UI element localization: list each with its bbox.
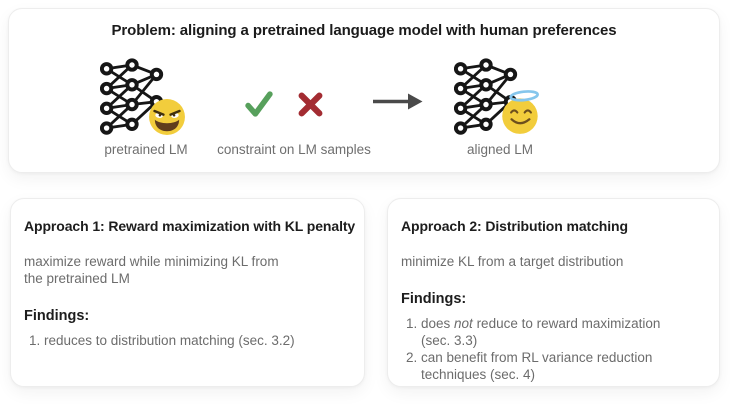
evil-face-emoji-icon xyxy=(149,99,185,135)
constraint-figure: constraint on LM samples xyxy=(199,56,389,160)
aligned-lm-label: aligned LM xyxy=(466,142,534,157)
problem-card: Problem: aligning a pretrained language … xyxy=(8,8,720,173)
approach1-title: Approach 1: Reward maximization with KL … xyxy=(24,218,356,234)
pretrained-lm-figure: pretrained LM xyxy=(71,56,221,160)
finding-item: 1. reduces to distribution matching (sec… xyxy=(24,332,350,349)
check-icon xyxy=(244,91,273,117)
finding-text: can benefit from RL variance reduction t… xyxy=(421,350,653,382)
finding-number: 2. xyxy=(406,350,418,365)
finding-item: 1. does not reduce to reward maximizatio… xyxy=(401,315,705,349)
approach1-findings-heading: Findings: xyxy=(24,308,90,324)
cross-icon xyxy=(298,92,322,116)
angel-face-emoji-icon xyxy=(502,90,539,134)
arrow-right-icon xyxy=(373,93,423,110)
aligned-lm-figure: aligned LM xyxy=(425,56,575,160)
approach2-body: minimize KL from a target distribution xyxy=(401,254,624,269)
finding-item: 2. can benefit from RL variance reductio… xyxy=(401,349,705,383)
approach1-findings-list: 1. reduces to distribution matching (sec… xyxy=(24,332,350,349)
finding-text: reduces to distribution matching (sec. 3… xyxy=(44,333,295,348)
aligned-lm-icon-wrap xyxy=(448,56,552,140)
neural-network-icon xyxy=(100,58,164,135)
finding-text: does not reduce to reward maximization (… xyxy=(421,316,661,348)
approach1-card: Approach 1: Reward maximization with KL … xyxy=(10,198,365,387)
finding-number: 1. xyxy=(29,333,41,348)
problem-title: Problem: aligning a pretrained language … xyxy=(111,22,617,39)
approach1-body: maximize reward while minimizing KL from… xyxy=(24,254,279,286)
constraint-marks xyxy=(199,90,369,118)
approach2-findings-list: 1. does not reduce to reward maximizatio… xyxy=(401,315,705,383)
pretrained-lm-label: pretrained LM xyxy=(104,142,188,157)
constraint-label: constraint on LM samples xyxy=(217,142,371,157)
pretrained-lm-icon-wrap xyxy=(94,56,198,140)
approach2-card: Approach 2: Distribution matching minimi… xyxy=(387,198,720,387)
approach2-title: Approach 2: Distribution matching xyxy=(401,218,628,234)
approach2-findings-heading: Findings: xyxy=(401,291,467,307)
finding-number: 1. xyxy=(406,316,418,331)
